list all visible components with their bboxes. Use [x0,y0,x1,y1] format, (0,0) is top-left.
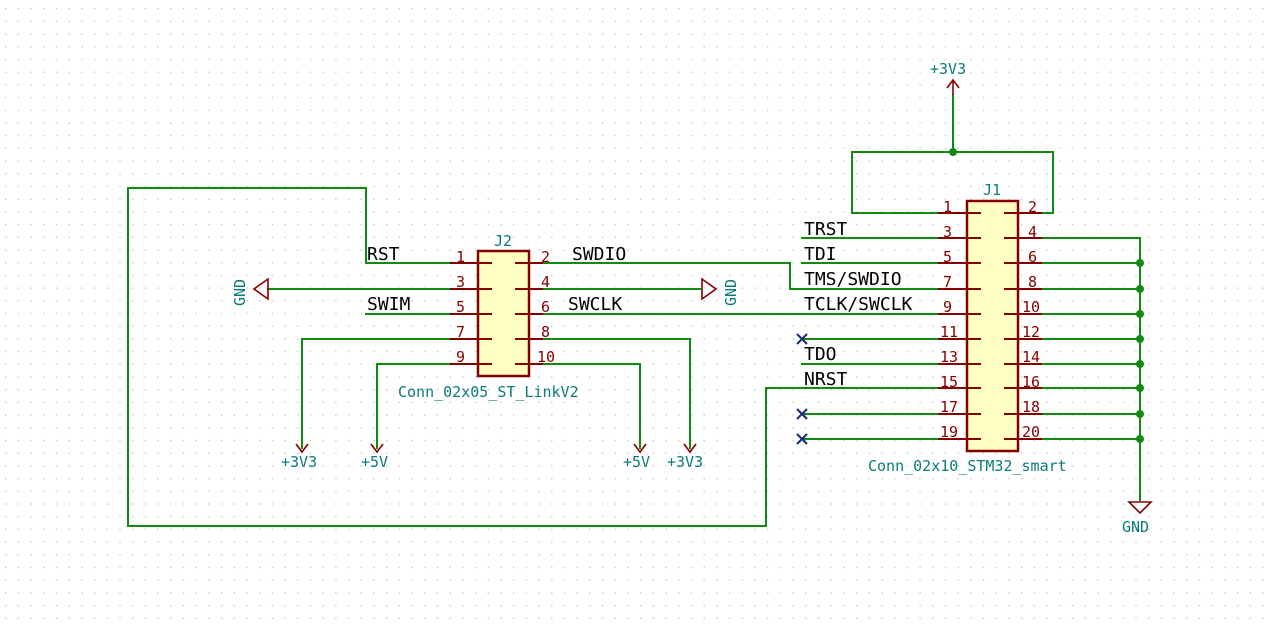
no-connect-markers [796,333,808,445]
v5-symbol-b: +5V [623,443,650,471]
j1-pin-19: 19 [940,423,958,441]
gnd-right-label: GND [1122,518,1149,536]
net-label-swclk: SWCLK [568,294,622,315]
j2-ref: J2 [494,232,512,250]
j1-value: Conn_02x10_STM32_smart [868,457,1067,475]
j1-pin-18: 18 [1022,398,1040,416]
j1-pin-8: 8 [1028,273,1037,291]
v33-b-label: +3V3 [667,453,703,471]
j1-body[interactable] [965,199,1020,453]
j2-pin-5: 5 [456,298,465,316]
j2-pin-stubs [450,262,543,365]
net-label-swdio: SWDIO [572,244,626,265]
wire-pin10-5v [542,363,641,449]
net-label-trst: TRST [804,219,848,240]
net-label-tclk-swclk: TCLK/SWCLK [804,294,913,315]
junction-dot [949,148,957,156]
j2-pin-2: 2 [541,248,550,266]
j2-pin-8: 8 [541,323,550,341]
junction-dot [1136,360,1144,368]
junction-dot [1136,259,1144,267]
junction-dot [1136,435,1144,443]
connector-j1[interactable]: J1 Conn_02x10_STM32_smart 1 3 5 7 9 11 1… [868,181,1067,475]
v33-top-label: +3V3 [930,60,966,78]
gnd-symbol-right: GND [1122,501,1153,536]
j1-pin-11: 11 [940,323,958,341]
wire-pin7-3v3 [301,338,451,449]
j1-pin-numbers: 1 3 5 7 9 11 13 15 17 19 2 4 6 8 10 12 1… [940,198,1040,441]
gnd-mid-label: GND [722,279,740,306]
net-label-rst: RST [367,244,400,265]
wire-pin8-3v3 [542,338,691,449]
gnd-symbol-mid: GND [701,277,740,306]
j1-pin-15: 15 [940,373,958,391]
j2-pin-9: 9 [456,348,465,366]
net-label-tms-swdio: TMS/SWDIO [804,269,902,290]
v33-symbol-b: +3V3 [667,443,703,471]
net-label-nrst: NRST [804,369,848,390]
j1-pin-2: 2 [1028,198,1037,216]
junction-dot [1136,410,1144,418]
j1-pin-12: 12 [1022,323,1040,341]
no-connect-19 [796,433,808,445]
j2-pin-10: 10 [537,348,555,366]
j1-pin-10: 10 [1022,298,1040,316]
j1-pin-20: 20 [1022,423,1040,441]
v5-a-label: +5V [361,453,388,471]
j1-pin-13: 13 [940,348,958,366]
junction-dot [1136,285,1144,293]
v5-symbol-a: +5V [361,443,388,471]
j2-value: Conn_02x05_ST_LinkV2 [398,383,579,401]
j1-pin-4: 4 [1028,223,1037,241]
j1-pin-stubs [938,212,1042,440]
wire-rst-nrst [127,187,966,527]
j1-pin-17: 17 [940,398,958,416]
v33-symbol-top: +3V3 [930,60,966,95]
junction-dot [1136,384,1144,392]
j1-pin-16: 16 [1022,373,1040,391]
junctions [949,148,1144,443]
j2-pin-4: 4 [541,273,550,291]
net-label-tdi: TDI [804,244,837,265]
net-label-swim: SWIM [367,294,411,315]
connector-j2[interactable]: J2 Conn_02x05_ST_LinkV2 1 3 5 7 9 2 4 6 … [398,232,579,401]
power-symbols: GND GND GND +3V3 +3V3 +5V [231,60,1153,536]
net-labels: RST SWIM SWDIO SWCLK TRST TDI TMS/SWDIO … [367,219,913,390]
j2-pin-1: 1 [456,248,465,266]
gnd-left-label: GND [231,279,249,306]
no-connect-17 [796,408,808,420]
j1-pin-1: 1 [943,198,952,216]
j1-pin-14: 14 [1022,348,1040,366]
j1-pin-6: 6 [1028,248,1037,266]
junction-dot [1136,310,1144,318]
net-label-tdo: TDO [804,344,837,365]
v33-a-label: +3V3 [281,453,317,471]
j2-pin-6: 6 [541,298,550,316]
v5-b-label: +5V [623,453,650,471]
wire-swdio [542,262,966,290]
j2-pin-3: 3 [456,273,465,291]
no-connect-11 [796,333,808,345]
gnd-symbol-left: GND [231,277,269,306]
v33-symbol-a: +3V3 [281,443,317,471]
j2-pin-7: 7 [456,323,465,341]
j1-pin-5: 5 [943,248,952,266]
j1-ref: J1 [983,181,1001,199]
junction-dot [1136,335,1144,343]
j1-pin-9: 9 [943,298,952,316]
j1-pin-3: 3 [943,223,952,241]
j1-pin-7: 7 [943,273,952,291]
wire-pin9-5v [376,363,451,449]
